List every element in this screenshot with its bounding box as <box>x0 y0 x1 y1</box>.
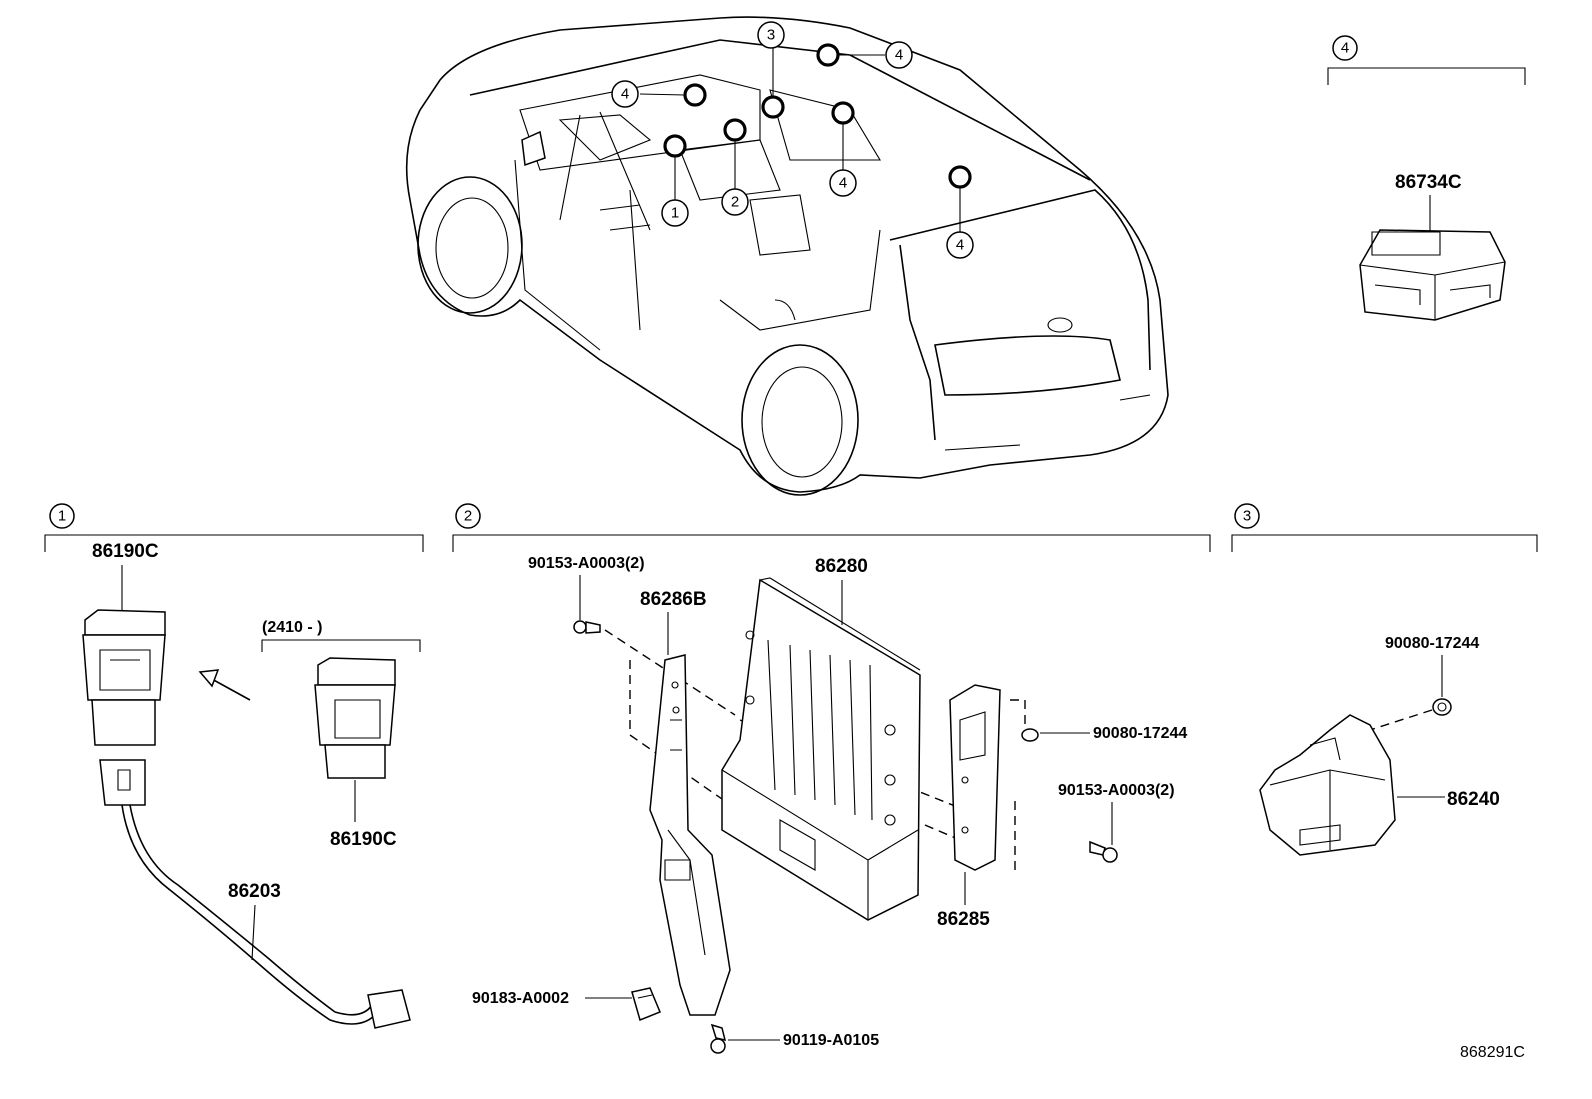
svg-text:2: 2 <box>464 508 472 525</box>
section-2-bracket <box>452 534 1211 552</box>
part-86286B <box>649 654 731 1016</box>
svg-text:4: 4 <box>839 175 847 192</box>
section-3-marker <box>1234 503 1260 529</box>
vehicle-illustration: 4 3 4 4 2 1 4 <box>405 16 1169 496</box>
diagram-code: 868291C <box>1460 1044 1525 1061</box>
part-86190C-a-label: 86190C <box>92 541 159 562</box>
svg-text:4: 4 <box>621 86 629 103</box>
section-4-bracket <box>1327 67 1526 85</box>
part-86734C-label: 86734C <box>1395 172 1462 193</box>
svg-text:4: 4 <box>1341 40 1349 57</box>
part-90153-top-label: 90153-A0003(2) <box>528 555 645 572</box>
callout-4-front: 4 <box>611 80 639 108</box>
callout-4-rear: 4 <box>946 231 974 259</box>
part-86190C-b <box>314 657 396 779</box>
callout-2: 2 <box>721 188 749 216</box>
callout-4-roof: 4 <box>885 41 913 69</box>
part-86240 <box>1259 714 1396 856</box>
section-1-bracket <box>44 534 424 552</box>
part-90119-label: 90119-A0105 <box>783 1032 879 1049</box>
part-86285 <box>949 684 1001 871</box>
callout-1: 1 <box>661 199 689 227</box>
svg-text:1: 1 <box>671 205 679 222</box>
date-range-bracket <box>261 639 421 652</box>
section-1-marker <box>49 503 75 529</box>
part-90119-bolt <box>710 1023 727 1054</box>
part-90183-label: 90183-A0002 <box>472 990 569 1007</box>
arrow-icon <box>209 677 251 701</box>
part-90183-clip <box>631 987 661 1022</box>
section-2-marker <box>455 503 481 529</box>
callout-3: 3 <box>757 21 785 49</box>
part-86190C-a <box>82 609 166 746</box>
part-90153-right-label: 90153-A0003(2) <box>1058 782 1175 799</box>
part-86203-label: 86203 <box>228 881 281 902</box>
part-86280-label: 86280 <box>815 556 868 577</box>
section-1: 1 86190C (2410 - ) 86190C <box>44 503 424 1029</box>
svg-text:1: 1 <box>58 508 66 525</box>
part-90153-right-screw <box>1089 840 1118 863</box>
svg-text:3: 3 <box>767 27 775 44</box>
part-90153-top-screw <box>573 620 601 634</box>
svg-text:2: 2 <box>731 194 739 211</box>
section-3-bracket <box>1231 534 1538 552</box>
part-86286B-label: 86286B <box>640 589 707 610</box>
svg-text:3: 3 <box>1243 508 1251 525</box>
svg-text:4: 4 <box>895 47 903 64</box>
part-86240-label: 86240 <box>1447 789 1500 810</box>
part-86280 <box>721 577 921 921</box>
part-90080-right-label: 90080-17244 <box>1385 635 1479 652</box>
part-86190C-b-label: 86190C <box>330 829 397 850</box>
date-range-label: (2410 - ) <box>262 619 322 636</box>
part-86285-label: 86285 <box>937 909 990 930</box>
part-90080-right-nut <box>1432 698 1452 716</box>
part-90080-mid-label: 90080-17244 <box>1093 725 1187 742</box>
callout-4-side: 4 <box>829 169 857 197</box>
section-4-marker <box>1332 35 1358 61</box>
section-2: 2 90153-A0003(2) 86280 86286B <box>452 503 1211 1054</box>
part-86203 <box>99 759 411 1029</box>
part-86734C <box>1359 229 1506 321</box>
svg-text:4: 4 <box>956 237 964 254</box>
section-3: 3 90080-17244 86240 <box>1231 503 1538 856</box>
part-90080-mid-nut <box>1021 728 1039 742</box>
section-4: 4 86734C <box>1327 35 1526 321</box>
